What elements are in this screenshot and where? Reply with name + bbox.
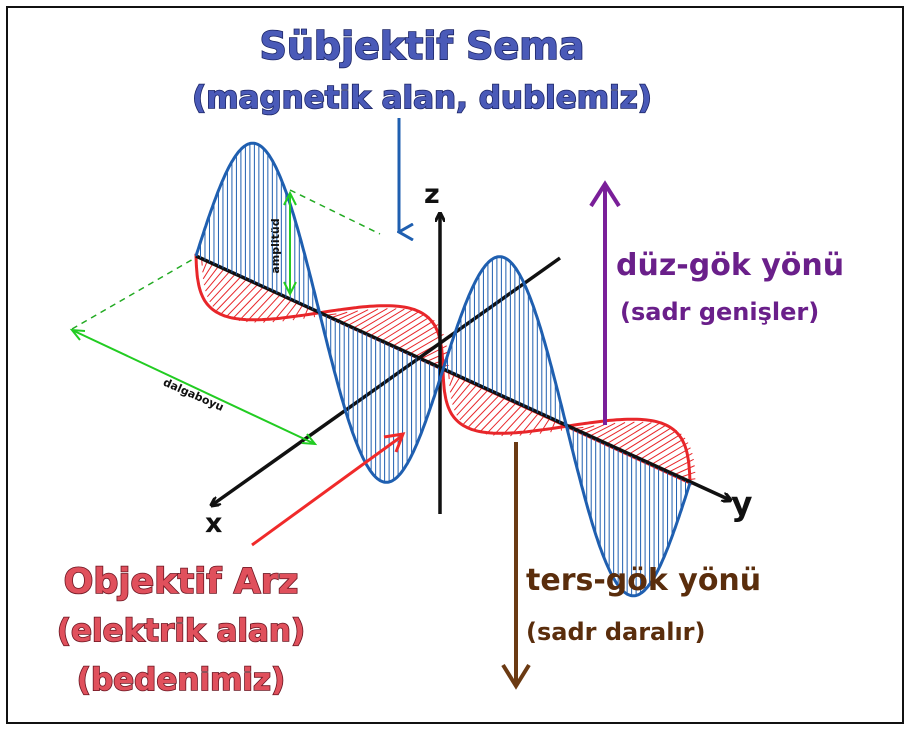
electric-hatch-line — [627, 427, 672, 456]
x-axis-label: x — [205, 508, 222, 539]
electric-hatch-line — [478, 400, 511, 433]
electric-hatch-line — [633, 430, 678, 458]
electric-hatch-line — [456, 387, 483, 416]
electric-hatch-line — [588, 422, 616, 438]
wavelength-label: dalgaboyu — [161, 376, 225, 414]
electric-hatch-line — [450, 379, 466, 399]
electric-hatch-line — [493, 405, 522, 436]
electric-hatch-line — [254, 294, 281, 323]
electric-hatch-line — [639, 433, 682, 461]
electric-hatch-line — [599, 421, 635, 443]
axis-lines — [195, 214, 730, 514]
electric-hatch-line — [341, 309, 369, 324]
z-axis-label: z — [424, 179, 440, 210]
electric-hatch-line — [205, 268, 225, 292]
electric-hatch-line — [203, 266, 219, 286]
electric-hatch-line — [397, 324, 439, 350]
electric-hatch-line — [467, 394, 500, 428]
electric-hatch-line — [380, 313, 425, 342]
electric-hatch-line — [336, 310, 359, 321]
electric-hatch-line — [650, 442, 689, 466]
electric-hatch-line — [358, 308, 397, 332]
objective-subtitle: (elektrik alan) — [57, 613, 305, 649]
electric-hatch-line — [386, 316, 431, 345]
down-direction-note: (sadr daralır) — [526, 618, 705, 646]
y-axis-label: y — [731, 484, 753, 523]
electric-hatch-line — [303, 307, 309, 319]
electric-hatch-line — [246, 291, 275, 323]
wavelength-dimension: dalgaboyu — [69, 257, 318, 446]
electric-hatch-line — [501, 407, 528, 437]
electric-hatch-line — [392, 320, 435, 347]
electric-hatch-line — [369, 309, 413, 337]
objective-body-label: (bedenimiz) — [77, 662, 285, 698]
up-direction-title: düz-gök yönü — [616, 248, 844, 283]
electric-hatch-line — [449, 376, 461, 393]
electric-hatch-line — [231, 286, 264, 320]
subjective-subtitle: (magnetik alan, dublemiz) — [192, 80, 652, 116]
electric-hatch-line — [425, 351, 448, 363]
electric-hatch-line — [616, 423, 660, 450]
amplitude-label: amplitüd — [269, 218, 282, 273]
electric-hatch-line — [216, 278, 247, 311]
up-direction-arrow — [589, 180, 621, 425]
electric-hatch-line — [364, 308, 405, 334]
electric-pointer-arrow — [251, 432, 406, 547]
electric-hatch-line — [225, 284, 259, 318]
electric-hatch-line — [583, 423, 606, 435]
electric-hatch-line — [453, 384, 478, 411]
electric-hatch-line — [452, 382, 472, 405]
electric-hatch-line — [472, 397, 506, 431]
electric-hatch-line — [238, 289, 270, 322]
electric-hatch-line — [202, 263, 214, 280]
electric-lobe — [194, 253, 325, 322]
up-direction-note: (sadr genişler) — [620, 298, 819, 326]
amplitude-dimension: amplitüd — [269, 189, 381, 297]
electric-hatch-line — [375, 311, 419, 339]
down-direction-title: ters-gök yönü — [526, 563, 761, 598]
electric-hatch-line — [672, 465, 695, 476]
magnetic-wave — [194, 141, 692, 598]
electric-hatch-line — [550, 420, 556, 433]
electric-hatch-line — [202, 260, 208, 273]
down-direction-arrow — [501, 442, 531, 690]
electric-hatch-line — [463, 392, 494, 425]
electric-hatch-line — [656, 447, 691, 468]
electric-hatch-line — [459, 389, 489, 421]
electric-hatch-line — [220, 281, 253, 315]
electric-hatch-line — [209, 273, 236, 303]
electric-hatch-line — [605, 421, 644, 445]
electric-hatch-line — [352, 308, 388, 329]
diagram-frame — [6, 6, 904, 724]
electric-hatch-line — [403, 328, 442, 352]
x-axis-line — [212, 256, 562, 505]
y-axis-line — [195, 254, 730, 500]
electric-hatch-line — [449, 374, 455, 386]
electric-hatch-line — [212, 276, 242, 307]
electric-hatch-line — [409, 333, 444, 355]
electric-lobe — [441, 367, 572, 435]
electric-hatch-line — [347, 308, 379, 327]
subjective-title: Sübjektif Sema — [259, 24, 584, 68]
electric-hatch-line — [594, 421, 626, 440]
electric-hatch-line — [611, 422, 652, 448]
electric-hatch-line — [644, 437, 686, 463]
electric-hatch-line — [622, 424, 666, 453]
electric-hatch-line — [206, 271, 231, 298]
objective-title: Objektif Arz — [64, 562, 299, 602]
electric-hatch-line — [485, 402, 517, 435]
